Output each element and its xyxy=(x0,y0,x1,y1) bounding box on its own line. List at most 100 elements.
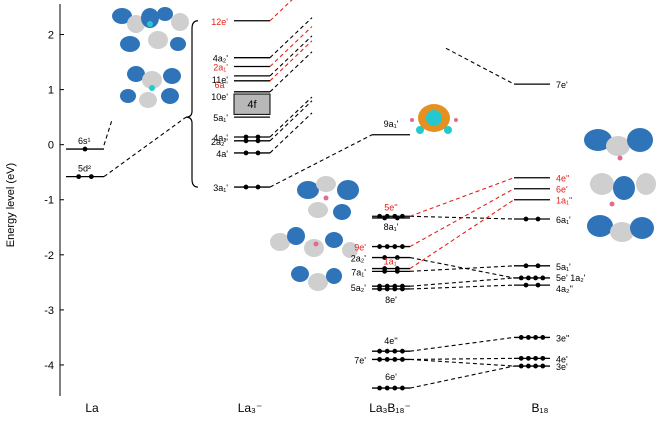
energy-level: 4a' xyxy=(216,149,270,159)
electron-dot xyxy=(526,275,531,281)
level-label: 1a₁'' xyxy=(556,196,573,206)
correlation-line xyxy=(409,358,515,367)
energy-level: 7a₁' xyxy=(351,267,410,277)
correlation-line xyxy=(409,257,515,279)
y-axis-label: Energy level (eV) xyxy=(5,163,17,247)
electron-dot xyxy=(526,355,531,361)
electron-dot xyxy=(384,348,390,354)
level-label: 4a₂' xyxy=(213,54,229,64)
4f-band-label: 4f xyxy=(247,99,257,111)
electron-dot xyxy=(392,348,398,354)
energy-level: 8a₁' xyxy=(372,215,410,232)
electron-dot xyxy=(377,348,382,354)
brace xyxy=(185,20,199,188)
energy-level: 3e' xyxy=(514,362,568,372)
electron-dot xyxy=(88,174,94,180)
electron-dot xyxy=(377,357,382,362)
electron-dot xyxy=(533,355,538,361)
energy-level: 9a₁' xyxy=(372,119,410,136)
electron-dot xyxy=(523,263,529,269)
9a1-orbital-image xyxy=(410,104,458,134)
correlation-line xyxy=(409,336,515,352)
electron-dot xyxy=(394,255,400,260)
level-label: 4e' xyxy=(556,354,568,364)
energy-level: 5e' 1a₂' xyxy=(514,273,586,283)
energy-level: 6s¹ xyxy=(66,136,104,152)
electron-dot xyxy=(540,335,546,340)
level-label: 4a₂'' xyxy=(556,284,573,294)
energy-level: 9e' xyxy=(354,243,410,253)
correlation-line xyxy=(269,112,313,154)
electron-dot xyxy=(392,385,398,391)
energy-level: 7e' xyxy=(354,355,410,365)
correlation-line xyxy=(269,96,313,138)
y-tick-label: 0 xyxy=(48,140,54,152)
energy-level: 1a₁'' xyxy=(514,196,573,206)
electron-dot xyxy=(526,335,531,340)
column-label-b18: B₁₈ xyxy=(531,401,548,415)
correlation-line xyxy=(409,277,515,287)
electron-dot xyxy=(394,215,400,221)
level-label: 5a₂' xyxy=(351,283,367,293)
level-label: 11e' xyxy=(212,75,228,85)
energy-level: 12e' xyxy=(211,17,270,27)
electron-dot xyxy=(394,268,400,274)
energy-level: 4e' xyxy=(514,354,568,364)
electron-dot xyxy=(392,244,398,249)
b18-orbital-image xyxy=(584,128,656,242)
level-label: 4a' xyxy=(216,149,228,159)
level-label: 7e' xyxy=(556,80,568,90)
energy-level: 2a₁' xyxy=(213,62,270,72)
level-label: 6a'' xyxy=(215,80,229,90)
level-label: 5e'' xyxy=(384,202,398,212)
electron-dot xyxy=(523,282,529,288)
energy-level: 4a₁' xyxy=(213,133,270,143)
correlation-line xyxy=(103,116,187,178)
correlation-line xyxy=(269,35,313,77)
level-label: 5a₁' xyxy=(556,262,571,272)
electron-dot xyxy=(382,215,388,221)
4f-band: 4f xyxy=(233,93,271,115)
orbital-isosurfaces xyxy=(112,7,656,291)
electron-dot xyxy=(392,357,398,362)
level-label: 12e' xyxy=(211,17,228,27)
la3b18-orbital-image xyxy=(270,176,359,291)
electron-dot xyxy=(518,355,524,361)
energy-level: 7e' xyxy=(514,80,568,90)
electron-dot xyxy=(400,385,405,391)
level-label: 3e' xyxy=(556,362,568,372)
electron-dot xyxy=(255,184,261,190)
electron-dot xyxy=(384,385,390,391)
level-label: 10e' xyxy=(211,92,228,102)
correlation-lines xyxy=(103,0,515,389)
electron-dot xyxy=(540,275,546,281)
electron-dot xyxy=(533,363,538,369)
correlation-line xyxy=(269,40,313,82)
electron-dot xyxy=(518,363,524,369)
level-label: 5e' 1a₂' xyxy=(556,273,586,283)
level-label: 2a₂'' xyxy=(211,137,228,147)
electron-dot xyxy=(535,216,541,222)
correlation-line xyxy=(269,26,313,67)
level-label: 8a₁' xyxy=(384,222,399,232)
level-label: 7e' xyxy=(354,355,366,365)
level-label: 9e' xyxy=(354,243,366,253)
electron-dot xyxy=(540,355,546,361)
electron-dot xyxy=(255,150,261,156)
level-label: 5d² xyxy=(78,164,91,174)
correlation-line xyxy=(409,365,515,389)
level-label: 6a₁' xyxy=(556,215,571,225)
electron-dot xyxy=(382,255,388,260)
electron-dot xyxy=(400,357,405,362)
electron-dot xyxy=(377,286,382,292)
electron-dot xyxy=(377,244,382,249)
level-label: 6e' xyxy=(556,185,568,195)
energy-level: 5e'' xyxy=(372,202,410,219)
electron-dot xyxy=(523,216,529,222)
electron-dot xyxy=(535,263,541,269)
energy-level: 2a₂'' xyxy=(211,137,270,147)
energy-level: 4e'' xyxy=(514,174,570,184)
correlation-line xyxy=(269,0,293,22)
column-label-la: La xyxy=(85,401,99,415)
